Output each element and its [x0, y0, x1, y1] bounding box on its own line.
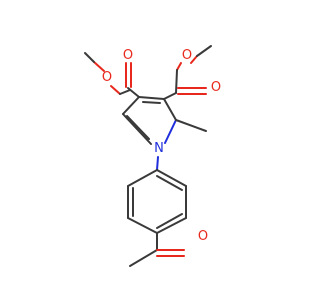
- bond-ring-methyl: [175, 119, 207, 132]
- bond-right-ester-ring: [163, 92, 177, 100]
- oxygen-atom-ester-right-ether: O: [182, 48, 192, 63]
- bond-o3-methyl-c: [196, 45, 212, 57]
- bond-ring-top: [138, 96, 165, 100]
- bond-o2-methyl-c: [84, 52, 95, 63]
- bond-o3-methyl-o: [190, 55, 198, 64]
- bond-right-ester-carbon: [175, 69, 178, 94]
- bond-benzene-3: [127, 217, 158, 234]
- bond-ring-right-lower: [164, 119, 177, 144]
- bond-o3-c: [176, 62, 182, 71]
- bond-left-ester-ring: [127, 87, 140, 98]
- molecule-structure: O O O O O N: [84, 45, 221, 267]
- bond-benzene-1: [127, 169, 158, 187]
- atom-labels: O O O O O N: [102, 48, 221, 244]
- bond-ring-left-upper: [122, 96, 140, 115]
- bond-benzene-6: [156, 169, 187, 187]
- bond-ring-left-lower: [122, 113, 152, 145]
- bond-ring-top-inner: [142, 101, 161, 104]
- bond-benzene-6-inner: [156, 175, 183, 191]
- oxygen-atom-acetyl: O: [198, 229, 208, 244]
- oxygen-atom-ester-right-carbonyl: O: [211, 80, 221, 95]
- bond-acetyl-methyl: [129, 249, 158, 267]
- nitrogen-atom-pyrrole: N: [154, 141, 164, 156]
- bond-ring-right-upper: [163, 98, 177, 121]
- bonds: [84, 45, 212, 267]
- oxygen-atom-ester-left-ether: O: [102, 70, 112, 85]
- bond-c-o2-carbon: [119, 89, 131, 95]
- bond-benzene-4-inner: [156, 213, 183, 229]
- oxygen-atom-ester-left-carbonyl: O: [123, 48, 133, 63]
- bond-o2-methyl-o: [93, 61, 105, 72]
- bond-benzene-4: [156, 217, 187, 234]
- bond-ring-left-lower-inner: [126, 115, 150, 140]
- bond-n-phenyl: [156, 156, 159, 171]
- bond-o2-carbonyl-o: [110, 85, 121, 95]
